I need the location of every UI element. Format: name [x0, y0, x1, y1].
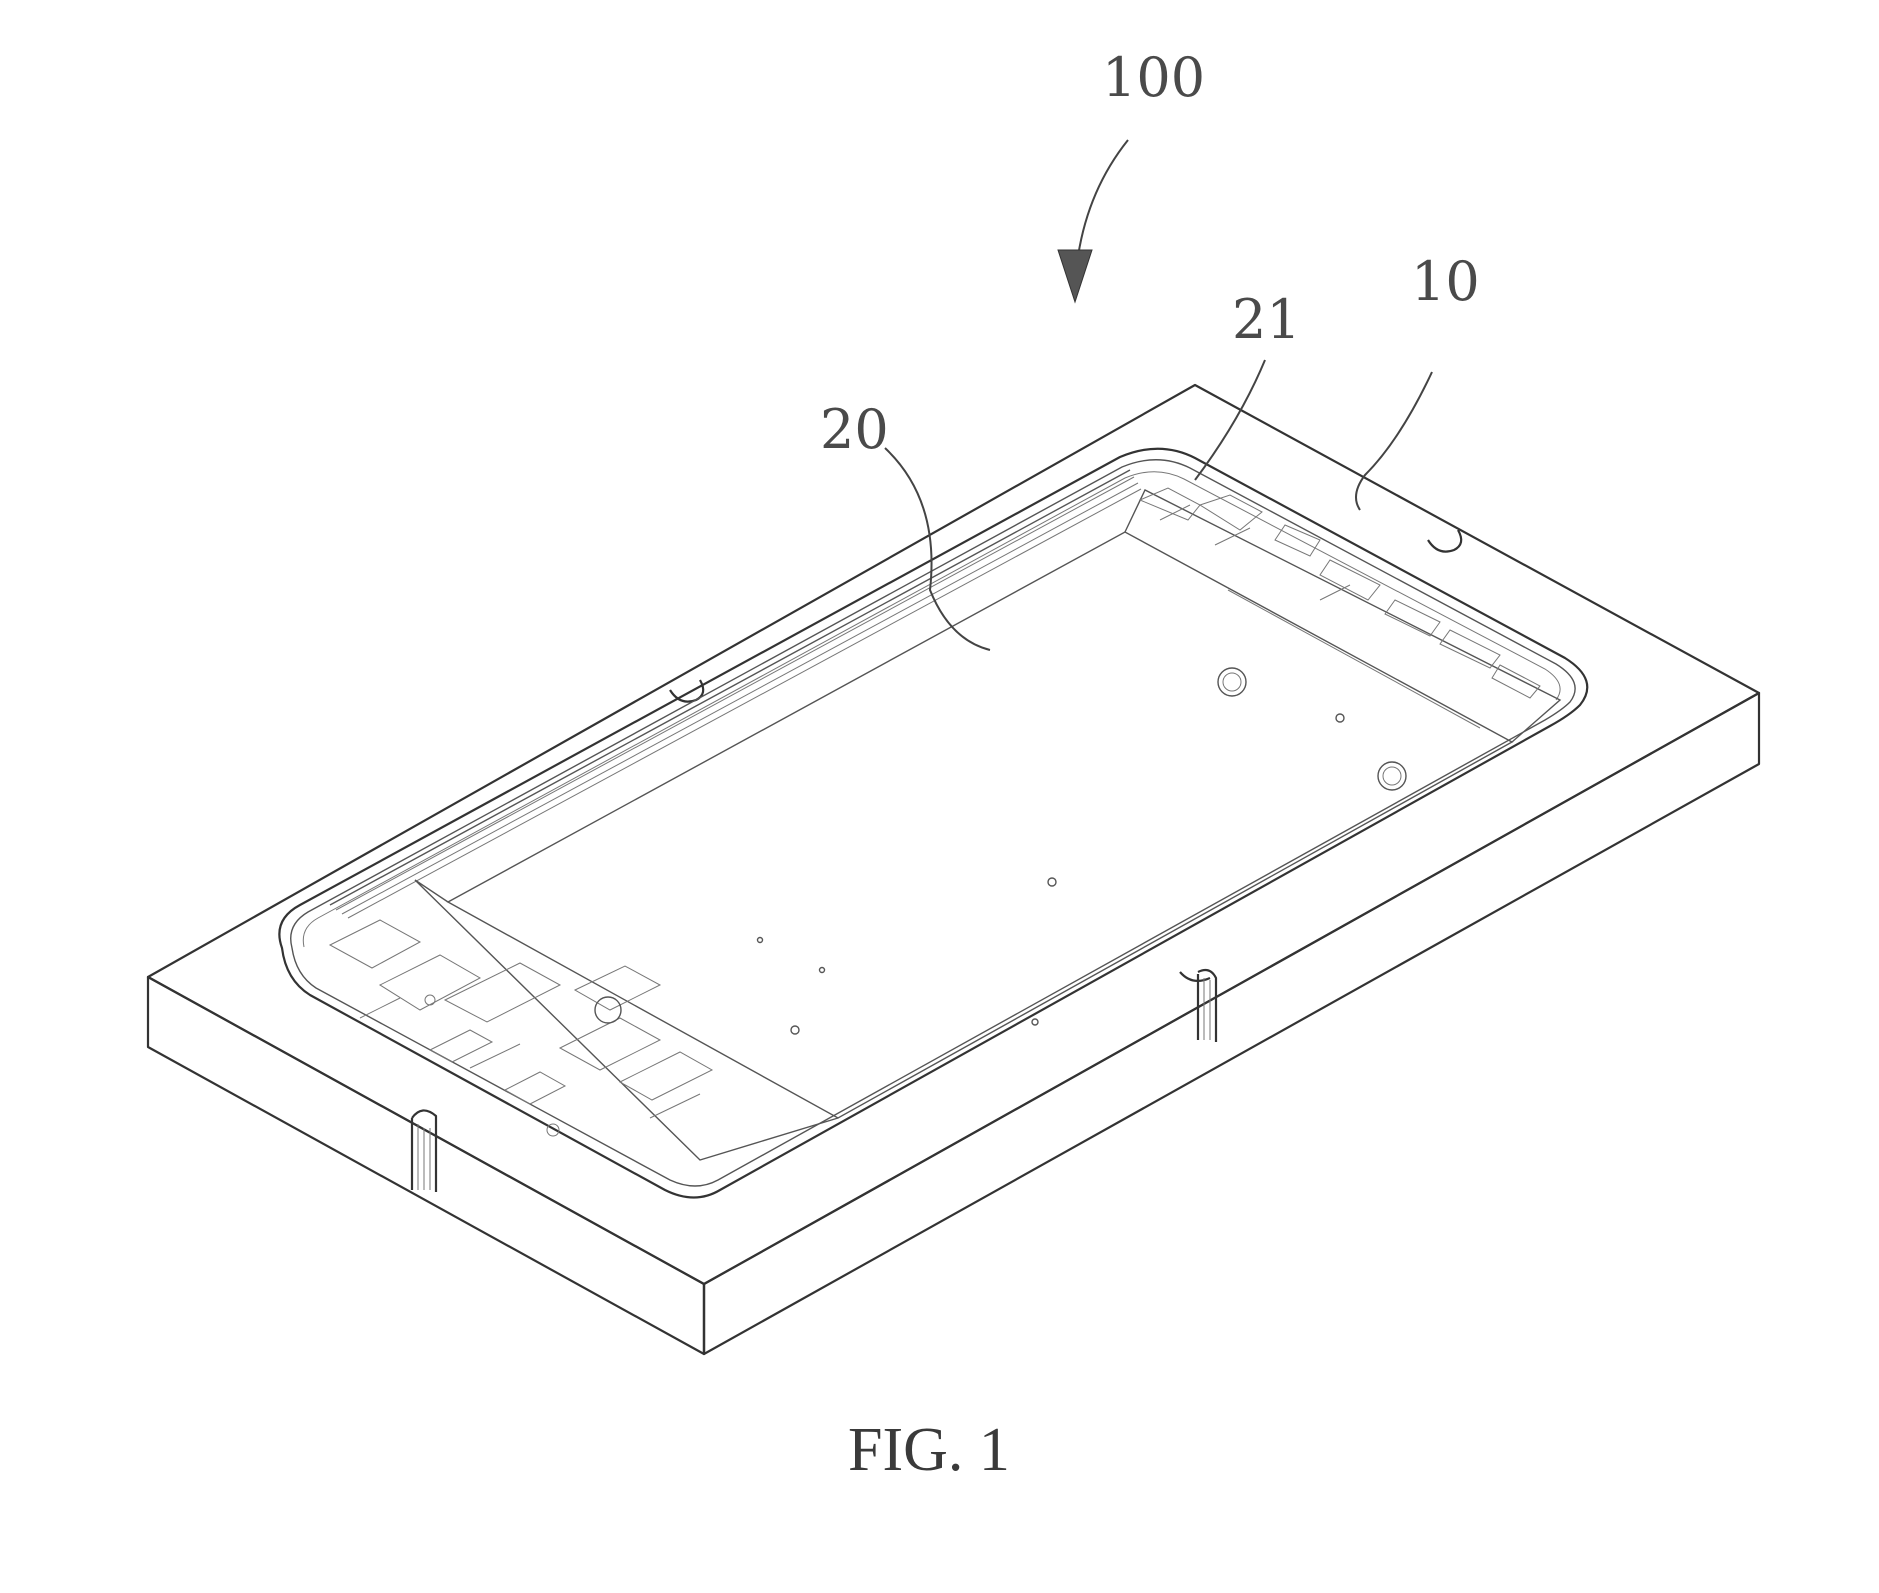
label-100: 100	[1102, 46, 1205, 109]
label-21: 21	[1232, 288, 1301, 351]
figure-caption: FIG. 1	[848, 1416, 1010, 1484]
leader-20	[885, 448, 990, 650]
leader-21	[1195, 360, 1265, 480]
assembly-arrow	[1058, 140, 1128, 302]
leader-10	[1356, 372, 1432, 510]
frame-housing	[279, 449, 1587, 1198]
fixture-block	[148, 385, 1759, 1354]
label-10: 10	[1411, 250, 1480, 313]
label-20: 20	[820, 398, 889, 461]
